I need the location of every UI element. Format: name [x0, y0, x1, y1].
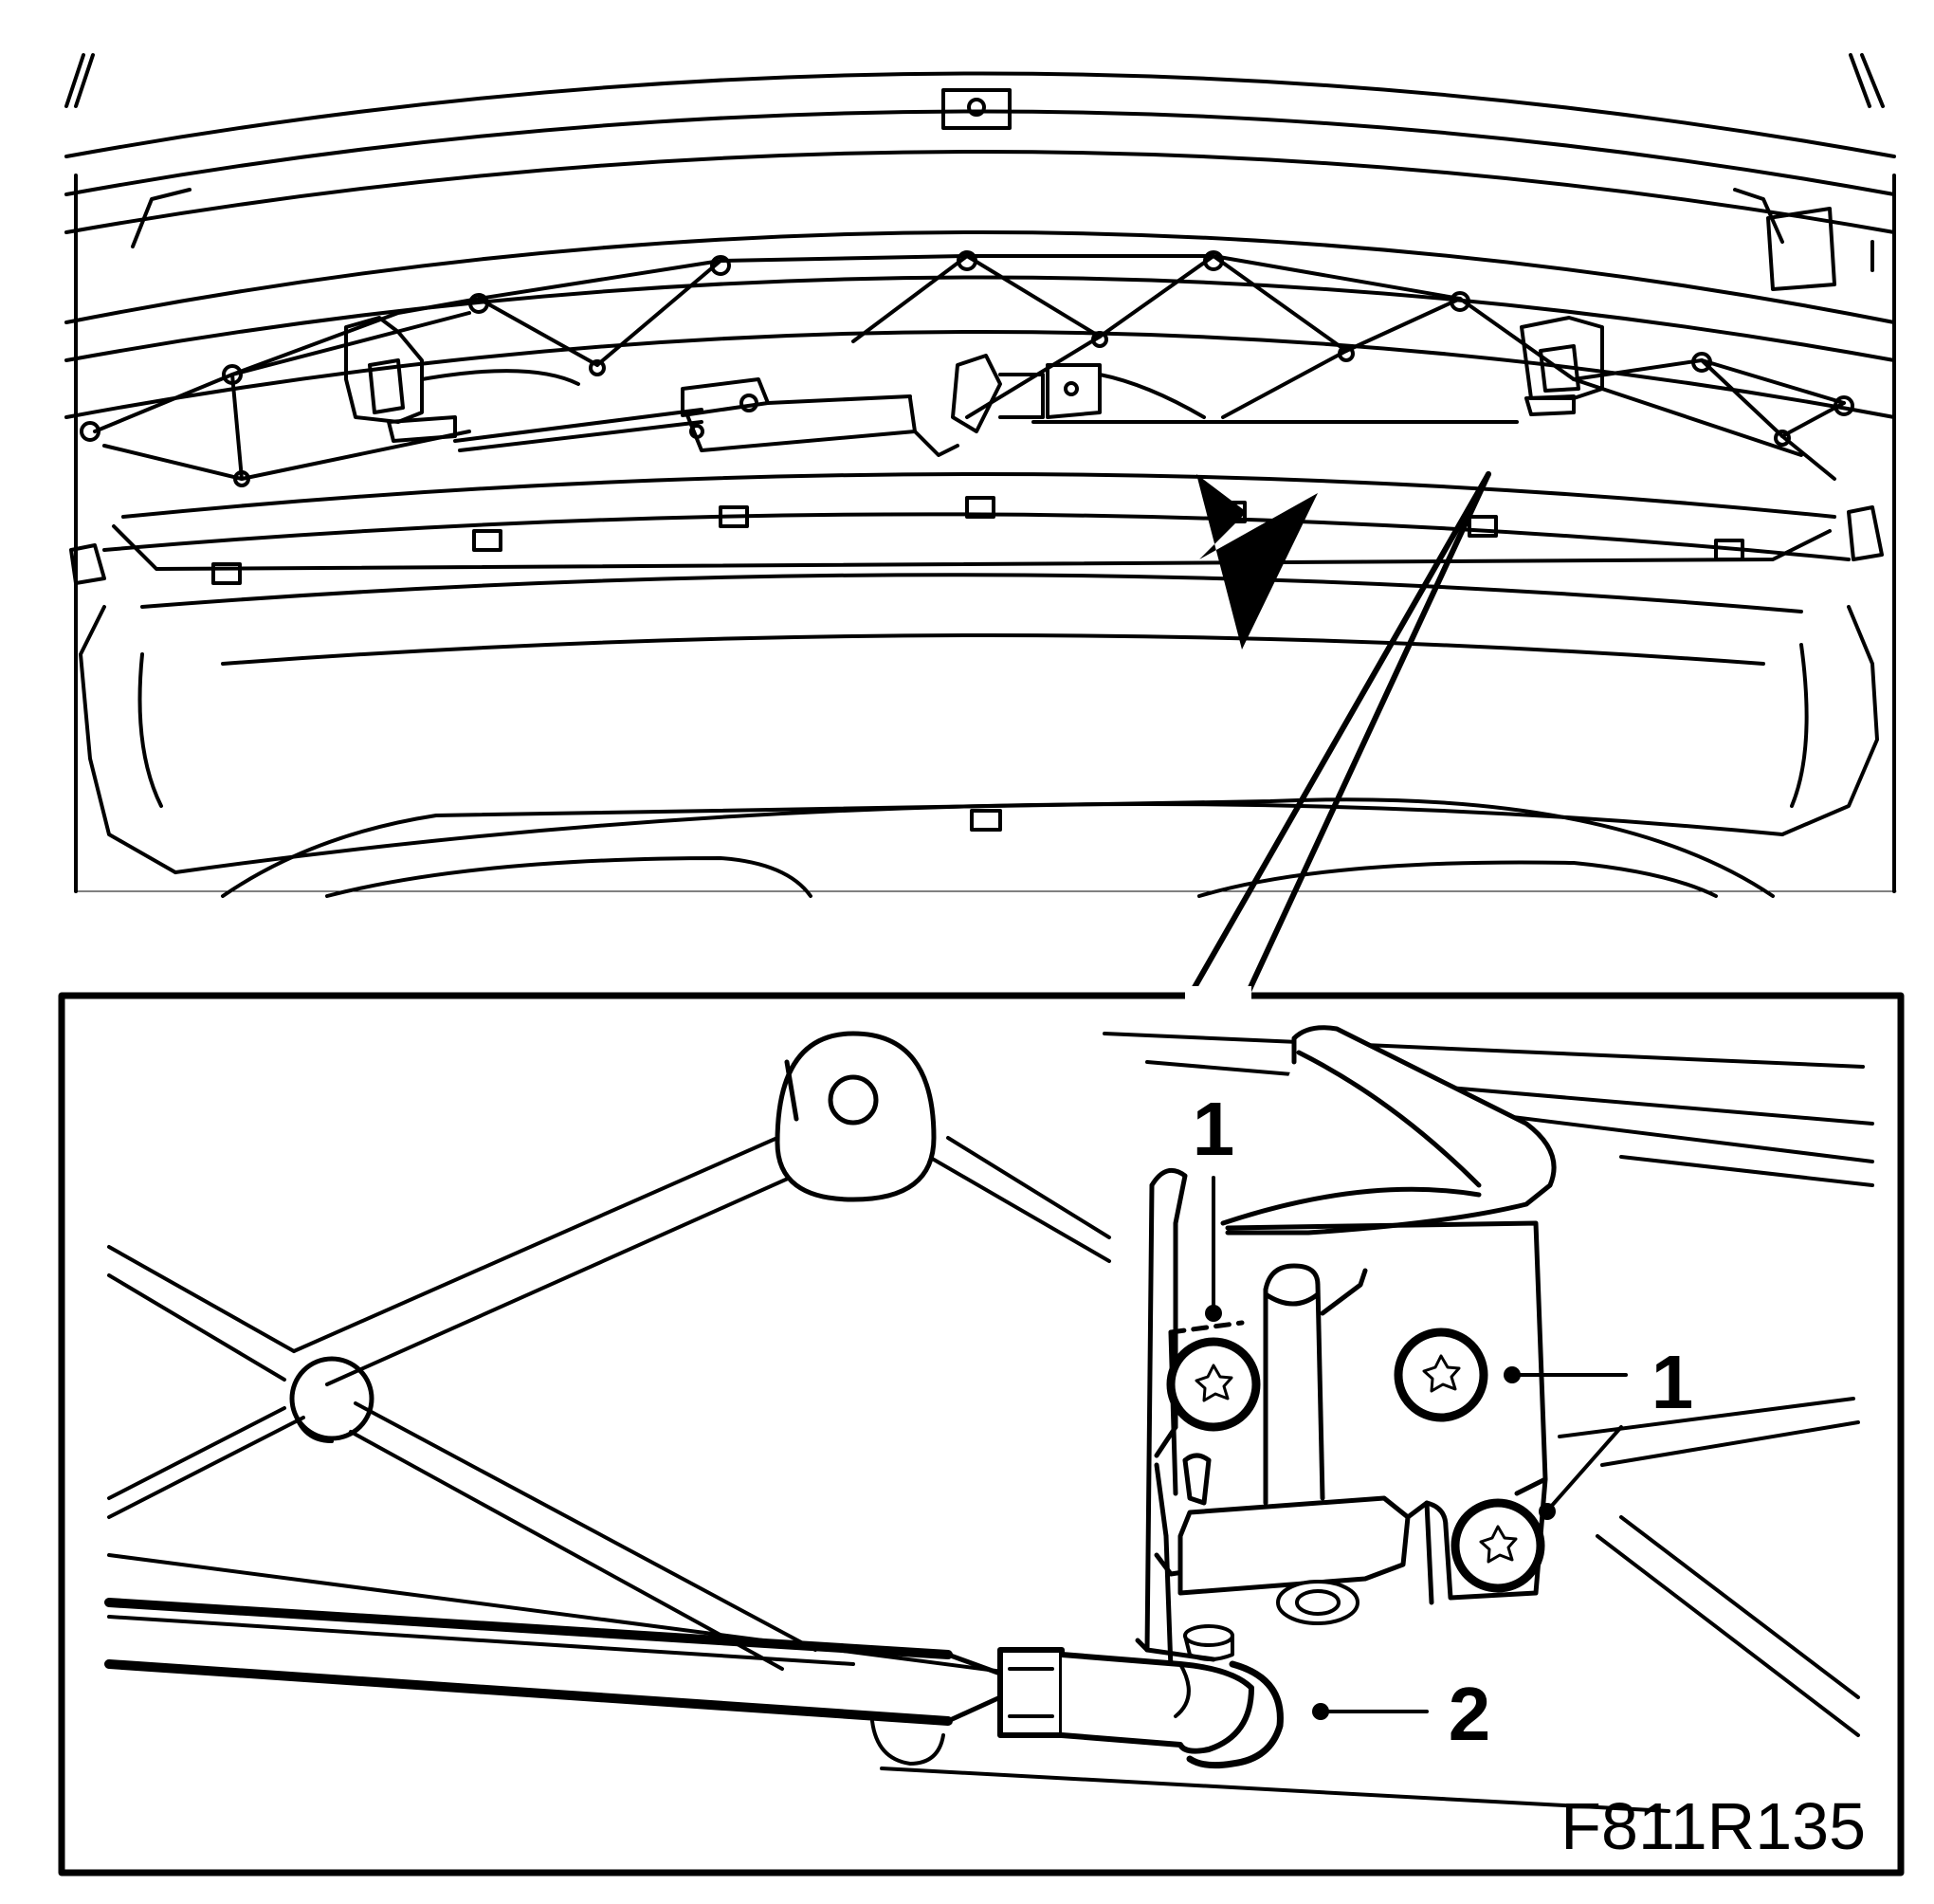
detail-view: 1 1 2 F811R135 — [58, 986, 1905, 1877]
side-brackets — [69, 505, 1884, 585]
detail-cargo-net — [107, 1079, 1111, 1671]
detail-frame — [58, 992, 1905, 1877]
detail-leader — [1187, 471, 1491, 998]
frame-bracket-right — [1766, 207, 1874, 291]
torx-bolt-2 — [1394, 1327, 1488, 1422]
callout-label-1-top: 1 — [1193, 1087, 1235, 1171]
figure-id: F811R135 — [1560, 1789, 1866, 1863]
window-frame-arcs — [64, 71, 1896, 419]
cargo-net — [93, 254, 1846, 481]
net-hook-detail — [775, 1031, 937, 1202]
overview-hinge-left — [344, 316, 580, 443]
torx-bolt-3 — [1450, 1498, 1545, 1593]
gas-strut — [104, 1598, 1284, 1769]
lower-body — [75, 797, 1897, 898]
callout-dots — [1205, 1305, 1556, 1720]
callout-label-2: 2 — [1449, 1672, 1491, 1756]
hinge-pivot — [1183, 1580, 1359, 1661]
latch-mechanism — [453, 354, 1519, 457]
trim-panel — [79, 472, 1879, 874]
net-hooks — [80, 250, 1854, 487]
callout-label-1-right: 1 — [1651, 1340, 1694, 1424]
fastener-hole — [967, 98, 986, 117]
body-edges — [64, 53, 1896, 893]
net-knot — [289, 1356, 374, 1441]
hinge-assembly — [1135, 1025, 1557, 1672]
overview-view — [64, 53, 1897, 998]
callout-leaders — [1212, 1176, 1628, 1713]
torx-bolt-1 — [1166, 1337, 1261, 1432]
trim-clips — [211, 496, 1744, 832]
overview-hinge-right — [1520, 316, 1604, 416]
detail-background-lines — [107, 1032, 1874, 1813]
